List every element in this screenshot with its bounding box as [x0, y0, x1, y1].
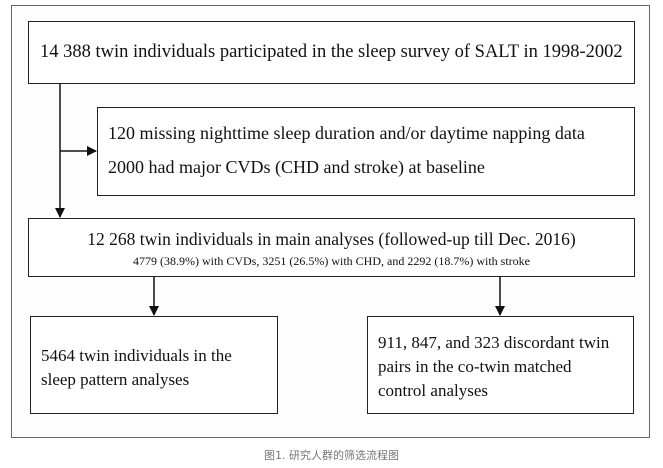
sleep-pattern-line2: sleep pattern analyses [41, 370, 190, 389]
main-analyses-box: 12 268 twin individuals in main analyses… [28, 218, 635, 277]
participants-box: 14 388 twin individuals participated in … [28, 21, 635, 84]
cotwin-line2: pairs in the co-twin matched [378, 357, 572, 376]
cotwin-line1: 911, 847, and 323 discordant twin [378, 333, 610, 352]
main-analyses-title: 12 268 twin individuals in main analyses… [87, 229, 576, 249]
exclusion-baseline-cvd: 2000 had major CVDs (CHD and stroke) at … [108, 157, 485, 177]
exclusions-box: 120 missing nighttime sleep duration and… [97, 107, 635, 196]
main-analyses-breakdown: 4779 (38.9%) with CVDs, 3251 (26.5%) wit… [133, 254, 530, 268]
sleep-pattern-line1: 5464 twin individuals in the [41, 346, 232, 365]
participants-text: 14 388 twin individuals participated in … [40, 42, 623, 62]
figure-caption: 图1. 研究人群的筛选流程图 [264, 449, 399, 462]
cotwin-line3: control analyses [378, 381, 488, 400]
cotwin-box: 911, 847, and 323 discordant twin pairs … [367, 316, 634, 414]
exclusion-missing-data: 120 missing nighttime sleep duration and… [108, 123, 585, 143]
sleep-pattern-box: 5464 twin individuals in the sleep patte… [30, 316, 278, 414]
